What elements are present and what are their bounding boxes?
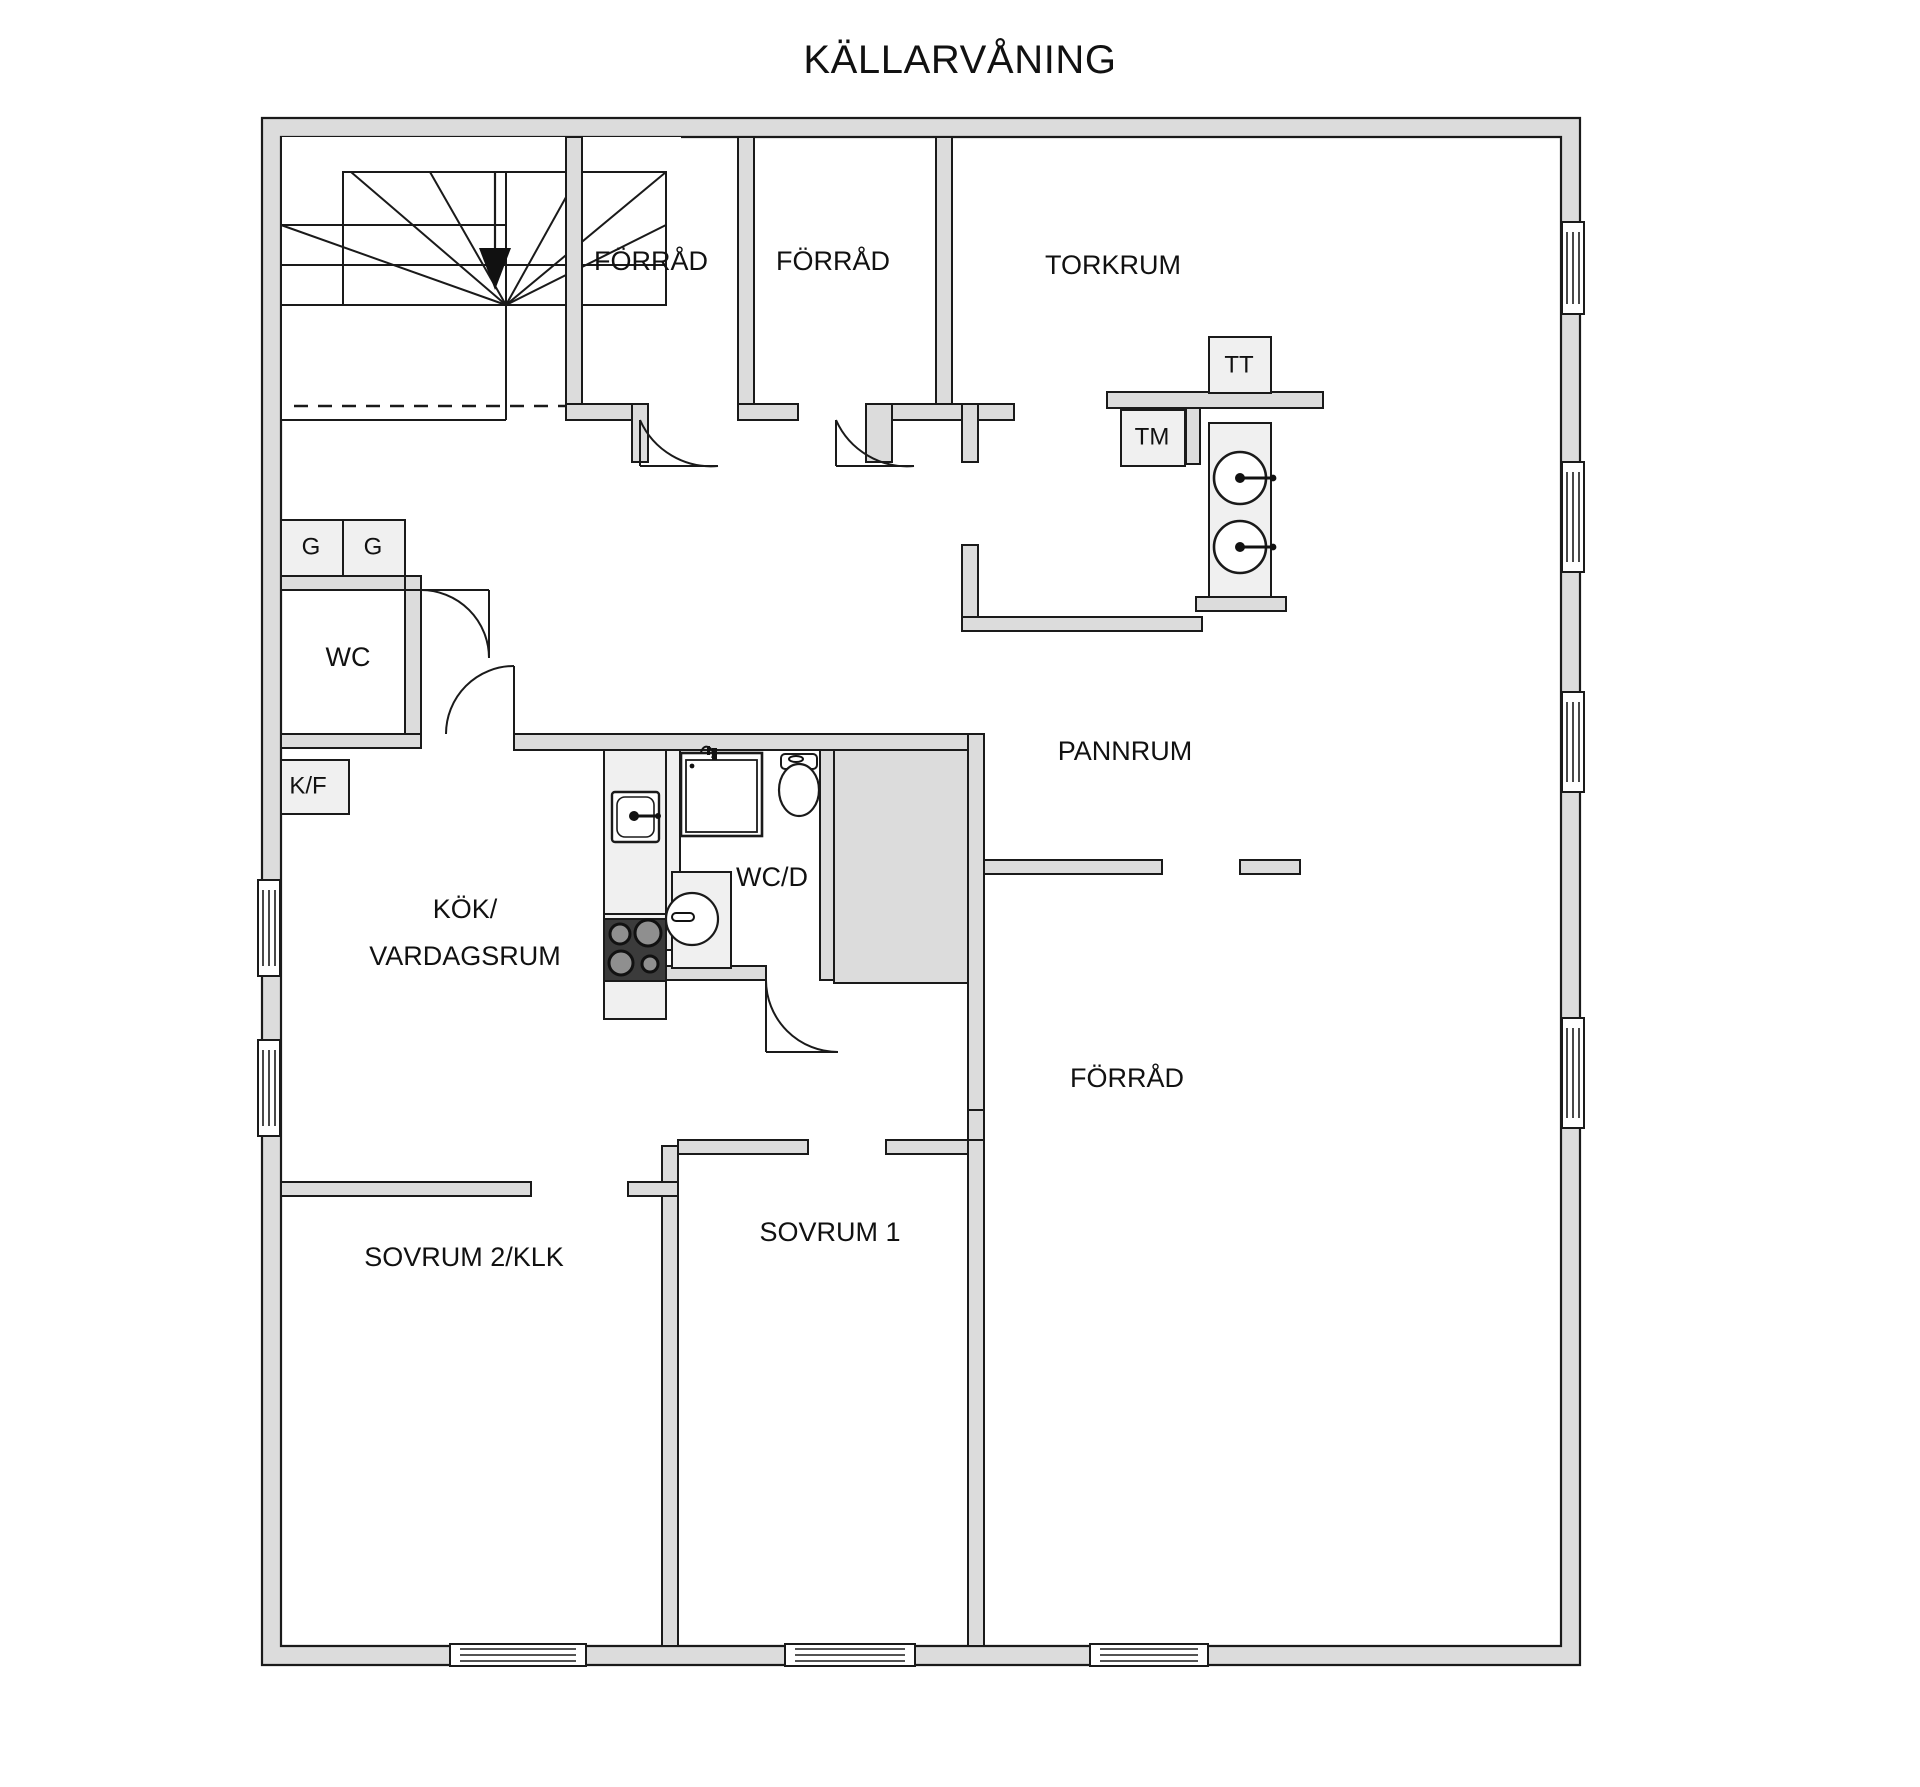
room-label-wc-d: WC/D bbox=[736, 862, 808, 892]
window-bottom-3 bbox=[1089, 1643, 1209, 1667]
door-swing-hall bbox=[445, 665, 515, 748]
kitchen-counter bbox=[603, 749, 667, 1020]
window-bottom-2 bbox=[784, 1643, 916, 1667]
wall-torkrum-pannrum bbox=[961, 544, 1203, 632]
round-tank-lower bbox=[1212, 519, 1277, 575]
door-swing-forrad-1 bbox=[639, 419, 719, 468]
door-swing-wc bbox=[420, 589, 490, 659]
window-left-2 bbox=[257, 1039, 281, 1137]
room-label-wc: WC bbox=[326, 642, 371, 672]
kitchen-sink bbox=[610, 790, 661, 844]
room-label-forrad-right: FÖRRÅD bbox=[1070, 1062, 1184, 1093]
door-swing-forrad-2 bbox=[835, 419, 915, 468]
walls-bottom bbox=[280, 1139, 985, 1647]
wc-d-walls bbox=[665, 749, 835, 981]
room-label-sovrum-2: SOVRUM 2/KLK bbox=[364, 1242, 564, 1272]
staircase bbox=[280, 137, 681, 421]
appliance-box-kf bbox=[280, 759, 350, 815]
window-right-2 bbox=[1561, 461, 1585, 573]
door-swing-wc-d bbox=[765, 979, 839, 1053]
appliance-label-tvattmaskin: TM bbox=[1135, 423, 1170, 450]
washbasin bbox=[664, 871, 732, 969]
shower bbox=[679, 745, 764, 838]
room-label-torkrum: TORKRUM bbox=[1045, 250, 1181, 280]
laundry-counter bbox=[1106, 391, 1324, 465]
room-label-vardagsrum: VARDAGSRUM bbox=[369, 941, 561, 971]
boiler-niche bbox=[1208, 422, 1277, 598]
interior-walls-top bbox=[565, 136, 1015, 463]
wall-under-boiler bbox=[1195, 596, 1287, 612]
appliance-box-tt bbox=[1208, 336, 1272, 394]
appliance-label-kyl-frys: K/F bbox=[289, 772, 326, 799]
round-tank-upper bbox=[1212, 450, 1277, 506]
window-right-1 bbox=[1561, 221, 1585, 315]
window-right-3 bbox=[1561, 691, 1585, 793]
room-label-pannrum: PANNRUM bbox=[1058, 736, 1193, 766]
window-bottom-1 bbox=[449, 1643, 587, 1667]
room-label-forrad-top-2: FÖRRÅD bbox=[776, 245, 890, 276]
appliance-label-garderob-2: G bbox=[364, 533, 383, 560]
page-title: KÄLLARVÅNING bbox=[803, 38, 1117, 82]
window-left-1 bbox=[257, 879, 281, 977]
room-label-sovrum-1: SOVRUM 1 bbox=[759, 1217, 900, 1247]
wall-kitchen-top bbox=[513, 733, 985, 751]
room-label-kok: KÖK/ bbox=[433, 894, 498, 924]
appliance-box-tm bbox=[1120, 409, 1186, 467]
room-label-forrad-top-1: FÖRRÅD bbox=[594, 245, 708, 276]
closet-g-2 bbox=[342, 519, 406, 577]
wc-walls bbox=[280, 575, 422, 749]
window-right-4 bbox=[1561, 1017, 1585, 1129]
stove bbox=[603, 918, 667, 982]
appliance-label-garderob-1: G bbox=[302, 533, 321, 560]
toilet bbox=[777, 753, 821, 818]
walls-right-block bbox=[967, 733, 1301, 1155]
appliance-label-torktumlare: TT bbox=[1224, 351, 1254, 378]
outer-wall bbox=[260, 116, 1582, 1667]
corridor bbox=[833, 749, 985, 984]
